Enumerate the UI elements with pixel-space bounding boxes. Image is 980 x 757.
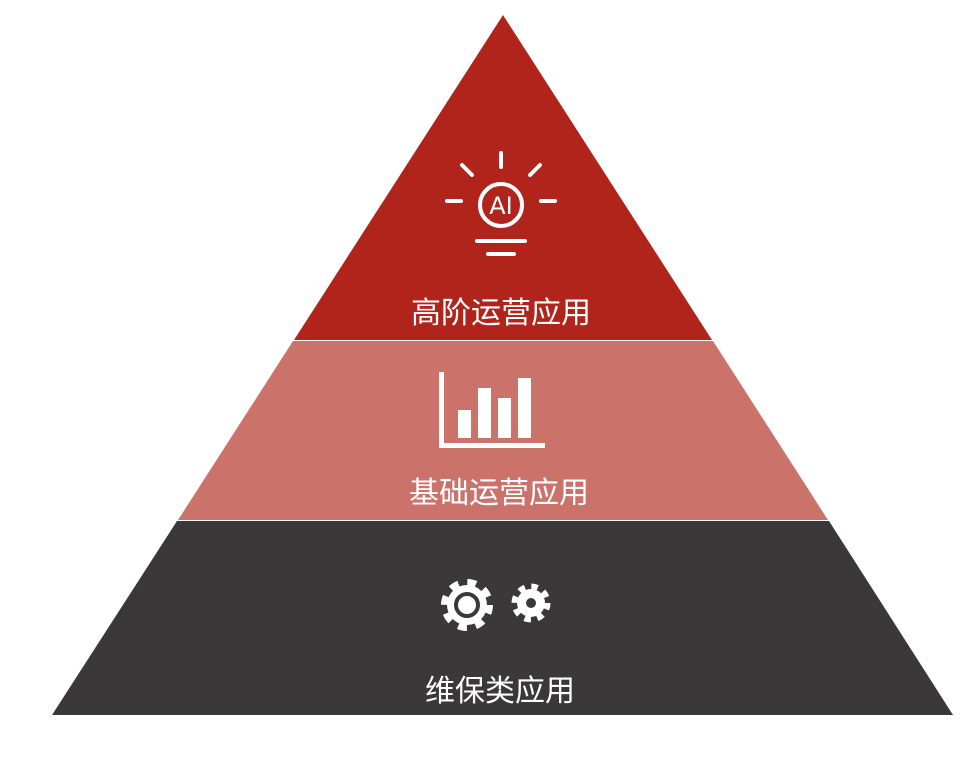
layer-middle-label: 基础运营应用: [409, 476, 589, 511]
layer-top: [294, 15, 712, 340]
layer-bottom-label: 维保类应用: [425, 674, 575, 709]
gears-icon: [441, 579, 551, 631]
bar-chart-icon: [439, 372, 545, 448]
ai-icon-text: AI: [489, 192, 513, 220]
layer-top-label: 高阶运营应用: [411, 296, 591, 331]
ai-lightbulb-icon: AI: [445, 151, 557, 256]
layer-bottom: [52, 521, 953, 715]
